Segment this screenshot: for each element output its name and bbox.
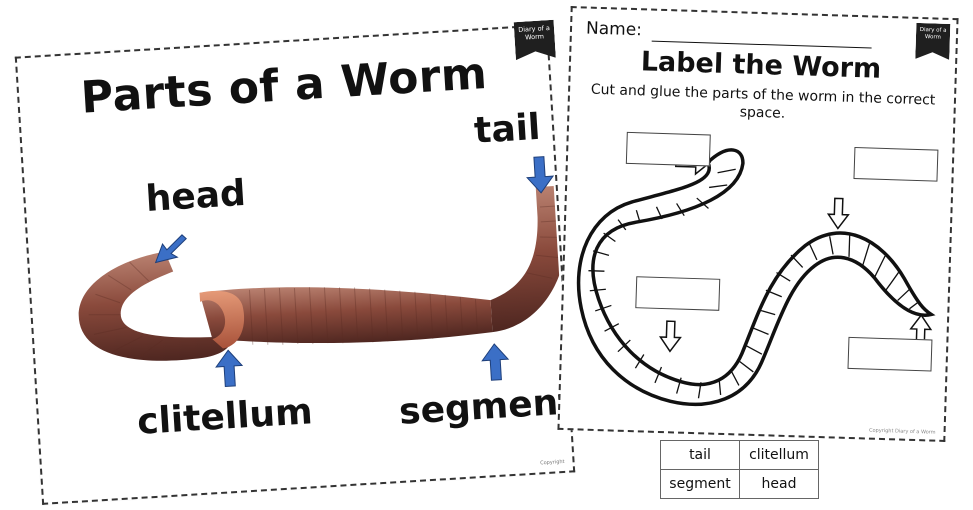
label-box-3[interactable]	[635, 276, 720, 311]
label-head: head	[145, 173, 247, 220]
parts-of-a-worm-poster: Diary of a Worm Parts of a Worm	[15, 24, 575, 505]
segment-arrow-icon	[479, 341, 511, 383]
poster-title: Parts of a Worm	[58, 47, 510, 125]
tail-arrow-icon	[524, 154, 556, 196]
worksheet-title: Label the Worm	[601, 45, 922, 86]
word-bank-table: tail clitellum segment head	[660, 440, 819, 499]
label-tail: tail	[473, 107, 542, 152]
label-box-1[interactable]	[626, 132, 711, 167]
word-bank-row: segment head	[661, 470, 819, 499]
word-bank-row: tail clitellum	[661, 441, 819, 470]
clitellum-arrow-icon	[213, 347, 245, 389]
label-box-4[interactable]	[847, 337, 932, 372]
poster-copyright: Copyright	[540, 459, 565, 466]
worksheet-instruction: Cut and glue the parts of the worm in th…	[589, 81, 936, 128]
word-bank-cell[interactable]: clitellum	[740, 441, 819, 470]
word-bank-cell[interactable]: tail	[661, 441, 740, 470]
poster-badge: Diary of a Worm	[514, 20, 556, 60]
word-bank-cell[interactable]: head	[740, 470, 819, 499]
worksheet-copyright: Copyright Diary of a Worm	[869, 428, 936, 436]
word-bank-cell[interactable]: segment	[661, 470, 740, 499]
head-arrow-icon	[148, 226, 190, 268]
name-label: Name:	[586, 19, 642, 41]
label-box-2[interactable]	[853, 147, 938, 182]
label-the-worm-worksheet: Name: Diary of a Worm Label the Worm Cut…	[557, 6, 958, 442]
